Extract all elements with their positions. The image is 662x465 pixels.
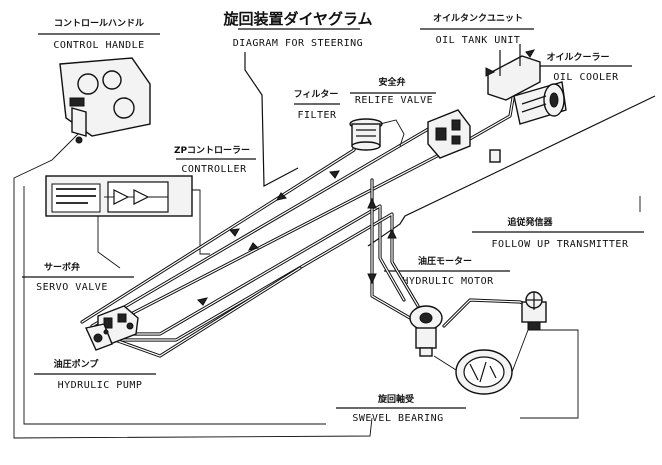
relief-valve-label-en: RELIFE VALVE [355,95,433,106]
controller-text-line [56,195,96,197]
hydraulic-motor-label-jp: 油圧モーター [418,255,472,267]
controller-text-line [56,188,96,190]
servo-valve-label-en: SERVO VALVE [36,282,108,293]
oil-tank-unit[interactable] [485,44,541,101]
hydraulic-pump-label-jp: 油圧ポンプ [54,358,100,370]
flow-arrows [197,170,397,306]
servo-valve-label-jp: サーボ弁 [44,261,80,273]
control-handle-label-jp: コントロールハンドル [54,18,144,29]
relief-valve-label-jp: 安全弁 [378,76,405,88]
oil-tank-label-en: OIL TANK UNIT [436,35,521,46]
controller-label-jp: ZPコントローラー [174,145,250,156]
signal-line-servo [97,216,121,269]
swivel-bearing-label-jp: 旋回軸受 [377,393,414,405]
control-handle-unit[interactable] [59,57,151,144]
relief-valve-unit[interactable] [427,109,501,163]
title-jp: 旋回装置ダイヤグラム [222,10,372,28]
oil-tank-label-jp: オイルタンクユニット [433,12,523,24]
title-en: DIAGRAM FOR STEERING [233,38,363,49]
swivel-bearing-unit[interactable] [433,329,529,395]
filter-label-en: FILTER [297,110,337,121]
hydraulic-motor-unit[interactable] [409,305,443,357]
filter-unit[interactable] [349,118,405,151]
hydraulic-pump-unit[interactable] [85,323,113,351]
follow-up-transmitter-unit[interactable] [521,291,547,331]
deck-outline-right [367,95,656,247]
signal-line-controller-right [192,189,210,255]
follow-up-label-en: FOLLOW UP TRANSMITTER [492,239,629,250]
filter-label-jp: フィルター [294,88,339,100]
signal-line-transmitter [520,329,579,419]
signal-line-outer [13,133,373,439]
oil-cooler-label-jp: オイルクーラー [546,52,609,63]
oil-cooler-label-en: OIL COOLER [553,72,619,83]
signal-line-controller [23,186,326,425]
follow-up-label-jp: 追従発信器 [507,216,553,228]
hydraulic-pump-label-en: HYDRULIC PUMP [58,380,143,391]
deck-outline-left [244,52,299,187]
controller-text-line [56,202,88,204]
hydraulic-motor-label-en: HYDRULIC MOTOR [402,276,494,287]
swivel-bearing-label-en: SWEVEL BEARING [352,413,443,424]
controller-label-en: CONTROLLER [181,164,247,175]
controller-unit[interactable] [45,175,193,217]
oil-cooler-unit[interactable] [513,81,567,125]
control-handle-label-en: CONTROL HANDLE [53,40,144,51]
